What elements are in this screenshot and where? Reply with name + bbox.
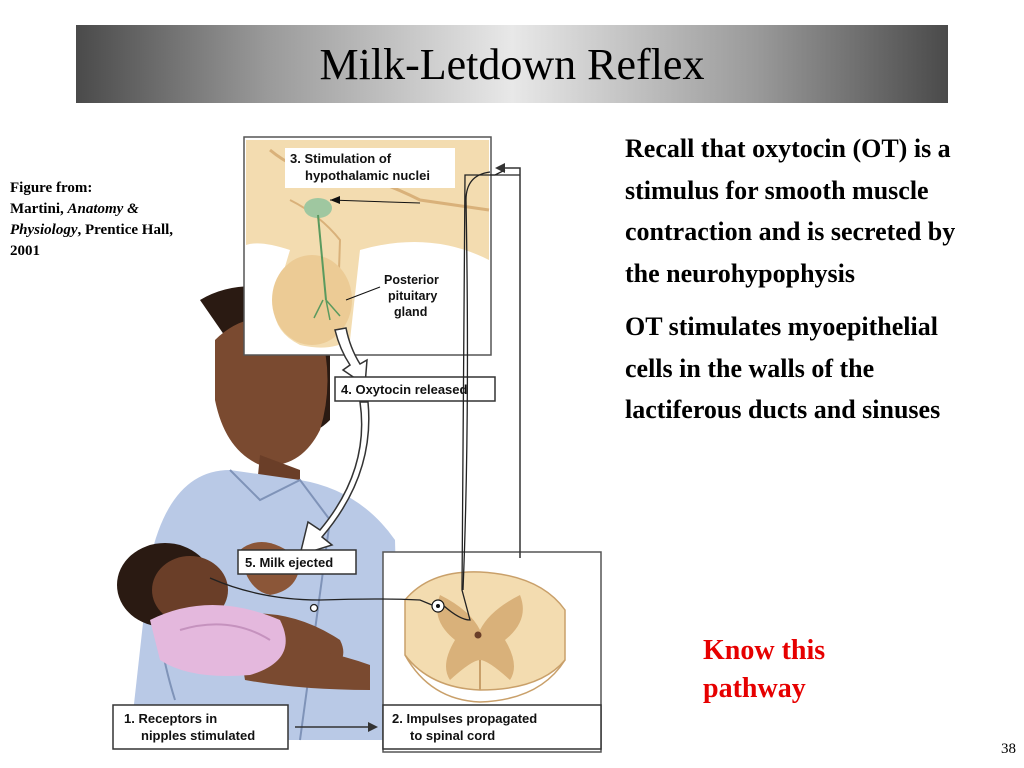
- slide-title: Milk-Letdown Reflex: [319, 39, 705, 89]
- body-text: Recall that oxytocin (OT) is a stimulus …: [625, 128, 965, 443]
- nerve-pathway: [209, 169, 520, 621]
- credit-publisher: , Prentice Hall, 2001: [10, 222, 174, 259]
- label-step1-line2: nipples stimulated: [141, 728, 255, 743]
- figure-credit: Figure from: Martini, Anatomy & Physiolo…: [10, 178, 190, 262]
- paragraph-myoepithelial: OT stimulates myoepithelial cells in the…: [625, 312, 941, 424]
- baby-illustration: [117, 543, 286, 676]
- paragraph-oxytocin: Recall that oxytocin (OT) is a stimulus …: [625, 134, 956, 288]
- arrow-pituitary-down: [334, 327, 368, 387]
- step4-box: 4. Oxytocin released: [334, 376, 496, 402]
- label-step5: 5. Milk ejected: [245, 555, 333, 570]
- step2-box: 2. Impulses propagated to spinal cord: [382, 704, 602, 750]
- label-step3-line2: hypothalamic nuclei: [305, 168, 430, 183]
- step5-box: 5. Milk ejected: [237, 549, 357, 575]
- credit-book: Anatomy & Physiology: [10, 201, 139, 238]
- step1-box: 1. Receptors in nipples stimulated: [112, 704, 289, 750]
- label-posterior-line3: gland: [394, 305, 427, 319]
- credit-author: Martini,: [10, 201, 64, 217]
- page-number: 38: [1001, 741, 1016, 757]
- label-step1-line1: 1. Receptors in: [124, 711, 217, 726]
- label-posterior-line2: pituitary: [388, 289, 437, 303]
- label-posterior-line1: Posterior: [384, 273, 439, 287]
- credit-line1: Figure from:: [10, 180, 93, 196]
- arrow-oxytocin-to-breast: [298, 401, 370, 557]
- label-step2-line2: to spinal cord: [410, 728, 495, 743]
- label-step4: 4. Oxytocin released: [341, 382, 468, 397]
- arrow-step1-to-step2: [295, 722, 378, 732]
- title-bar: Milk-Letdown Reflex: [76, 25, 948, 103]
- hypothalamus-panel: 3. Stimulation of hypothalamic nuclei Po…: [243, 136, 492, 356]
- emphasis-note: Know this pathway: [703, 635, 826, 704]
- label-step3-line1: 3. Stimulation of: [290, 151, 392, 166]
- label-step2-line1: 2. Impulses propagated: [392, 711, 537, 726]
- feedback-arrow: [495, 163, 521, 558]
